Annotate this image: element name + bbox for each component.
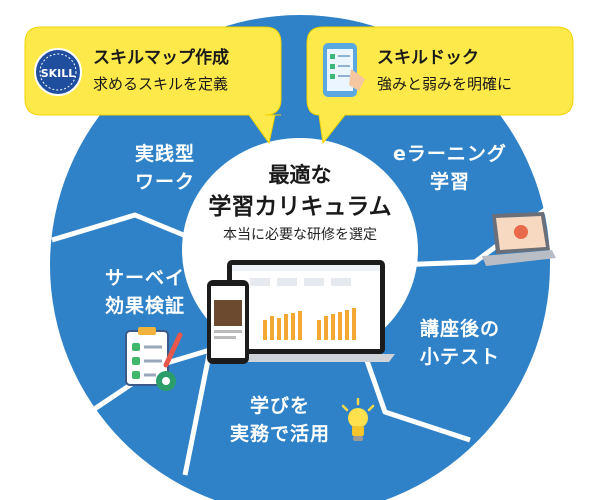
bubble-skilldock-title: スキルドック — [377, 48, 479, 68]
bubble-skilldock-desc: 強みと弱みを明確に — [377, 75, 513, 93]
bubble-skillmap: SKILL スキルマップ作成 求めるスキルを定義 — [23, 25, 283, 145]
center-title-line2: 学習カリキュラム — [208, 194, 392, 220]
bubble-skillmap-desc: 求めるスキルを定義 — [93, 75, 229, 93]
segment-elearning: eラーニング 学習 — [380, 140, 520, 196]
segment-elearning-line2: 学習 — [429, 171, 470, 193]
lightbulb-icon — [341, 398, 375, 441]
divider-bottom-left — [182, 349, 213, 476]
divider-bottom-right — [362, 354, 471, 443]
segment-test: 講座後の 小テスト — [400, 315, 520, 371]
dashboard-devices-icon — [207, 260, 395, 364]
segment-practice: 実践型 ワーク — [105, 140, 225, 196]
center-subtitle: 本当に必要な研修を選定 — [223, 227, 377, 243]
laptop-icon — [482, 212, 556, 266]
dashboard-bars — [263, 308, 356, 340]
skill-badge-icon: SKILL — [34, 48, 82, 96]
segment-survey-line2: 効果検証 — [104, 295, 185, 317]
segment-apply-line1: 学びを — [249, 395, 310, 417]
bubble-skilldock: スキルドック 強みと弱みを明確に — [305, 25, 575, 145]
bubble-skilldock-shape — [306, 26, 574, 145]
skill-badge-text: SKILL — [41, 67, 76, 80]
segment-test-line1: 講座後の — [419, 318, 500, 340]
checklist-gear-icon — [125, 327, 183, 391]
phone-checklist-icon — [323, 43, 365, 97]
segment-apply-line2: 実務で活用 — [229, 423, 330, 445]
segment-apply: 学びを 実務で活用 — [220, 392, 340, 448]
center-block: 最適な 学習カリキュラム 本当に必要な研修を選定 — [200, 160, 400, 246]
segment-practice-line1: 実践型 — [134, 143, 195, 165]
center-title-line1: 最適な — [268, 163, 332, 187]
segment-survey-line1: サーベイ — [104, 267, 185, 289]
segment-practice-line2: ワーク — [134, 171, 195, 193]
segment-test-line2: 小テスト — [419, 346, 500, 368]
segment-elearning-line1: eラーニング — [393, 143, 507, 165]
bubble-skillmap-title: スキルマップ作成 — [93, 48, 229, 68]
bubble-skillmap-shape — [24, 26, 282, 145]
segment-survey: サーベイ 効果検証 — [85, 264, 205, 320]
